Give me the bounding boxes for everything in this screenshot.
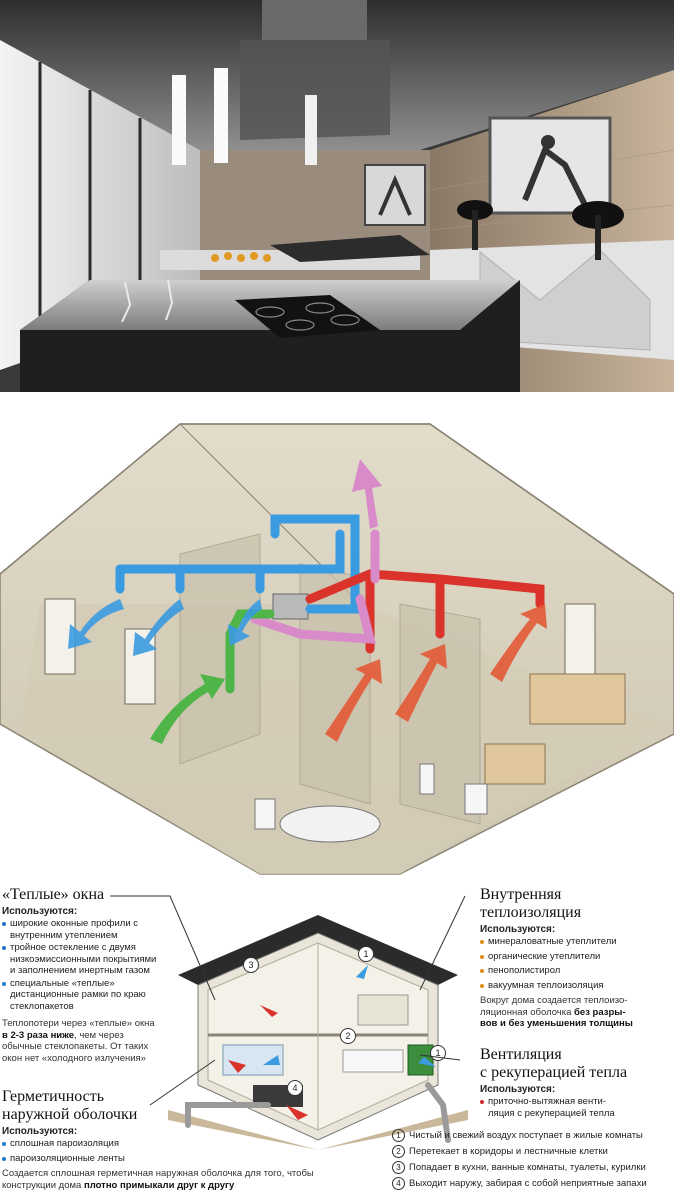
- ventilation-diagram: [0, 423, 674, 875]
- ventilation-title-2: с рекуперацией тепла: [480, 1064, 628, 1081]
- house-marker-4: 4: [287, 1080, 303, 1096]
- supply-arrows-icon: [68, 599, 262, 656]
- list-item: специальные «теплые» дистанционные рамки…: [2, 978, 162, 1013]
- list-item: минераловатные утеплители: [480, 936, 670, 948]
- list-item: пенополистирол: [480, 965, 670, 977]
- windows-note: Теплопотери через «теплые» окна в 2-3 ра…: [2, 1018, 155, 1064]
- ventilation-uses-label: Используются:: [480, 1084, 556, 1095]
- sealing-title-1: Герметичность: [2, 1088, 105, 1105]
- sealing-section: Герметичность наружной оболочки Использу…: [2, 1088, 332, 1191]
- house-marker-3: 3: [243, 957, 259, 973]
- list-item: органические утеплители: [480, 951, 670, 963]
- insulation-section: Внутренняя теплоизоляция Используются: м…: [480, 886, 670, 1030]
- house-marker-1: 1: [358, 946, 374, 962]
- fresh-air-arrow-icon: [150, 674, 225, 744]
- ventilation-list: приточно-вытяжная венти-ляция с рекупера…: [480, 1096, 630, 1119]
- outlet-arrow-icon: [352, 459, 382, 529]
- insulation-title-2: теплоизоляция: [480, 904, 582, 921]
- list-item: тройное остекление с двумя низкоэмиссион…: [2, 942, 162, 977]
- sealing-uses-label: Используются:: [2, 1126, 78, 1137]
- list-item: сплошная пароизоляция: [2, 1138, 332, 1150]
- callout-lines: [110, 895, 466, 1106]
- windows-uses-label: Используются:: [2, 906, 78, 917]
- windows-title: «Теплые» окна: [2, 886, 105, 903]
- kitchen-photo: [0, 0, 674, 392]
- insulation-note: Вокруг дома создается теплоизо-ляционная…: [480, 995, 633, 1029]
- sealing-note: Создается сплошная герметичная наружная …: [2, 1168, 314, 1191]
- ventilation-title-1: Вентиляция: [480, 1046, 562, 1063]
- list-item: приточно-вытяжная венти-ляция с рекупера…: [480, 1096, 630, 1119]
- house-marker-2: 2: [340, 1028, 356, 1044]
- list-item: вакуумная теплоизоляция: [480, 980, 670, 992]
- list-item: широкие оконные профили с внутренним уте…: [2, 918, 162, 941]
- ventilation-section: Вентиляция с рекуперацией тепла Использу…: [480, 1046, 670, 1120]
- windows-section: «Теплые» окна Используются: широкие окон…: [2, 886, 162, 1064]
- sealing-list: сплошная пароизоляция пароизоляционные л…: [2, 1138, 332, 1164]
- sealing-title-2: наружной оболочки: [2, 1106, 138, 1123]
- exhaust-arrows-icon: [325, 604, 547, 742]
- insulation-uses-label: Используются:: [480, 924, 556, 935]
- windows-list: широкие оконные профили с внутренним уте…: [2, 918, 162, 1012]
- list-item: пароизоляционные ленты: [2, 1153, 332, 1165]
- insulation-title-1: Внутренняя: [480, 886, 562, 903]
- house-cutaway-diagram: [168, 915, 468, 1150]
- insulation-list: минераловатные утеплители органические у…: [480, 936, 670, 991]
